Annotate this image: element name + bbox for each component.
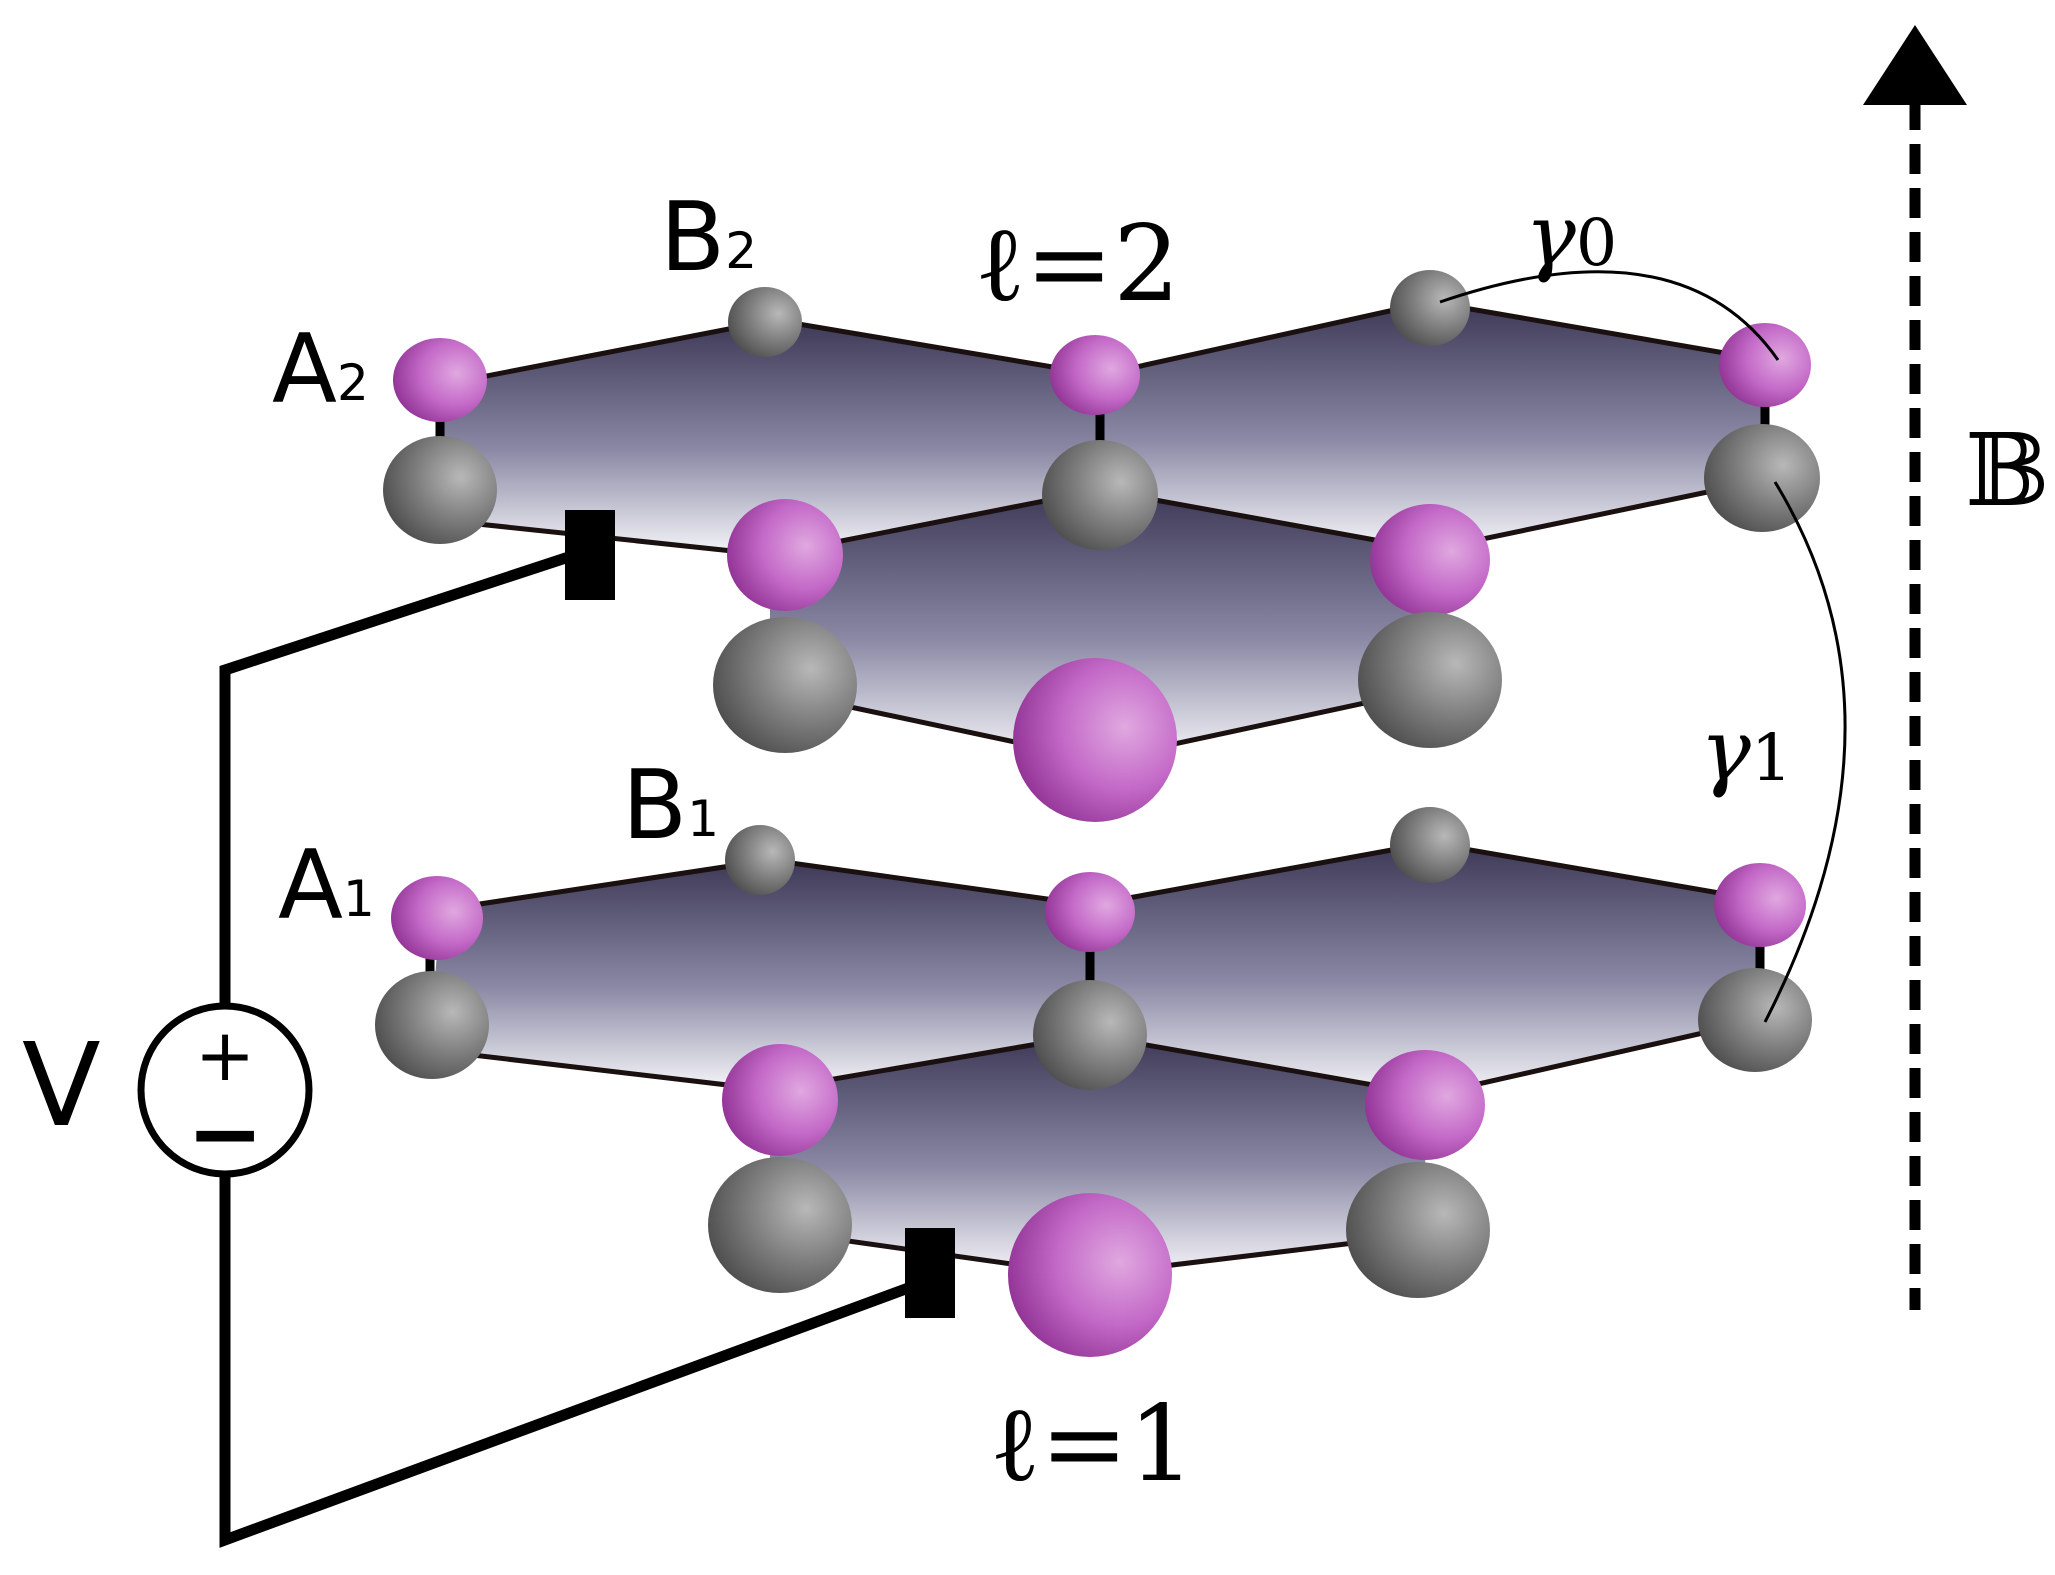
label-a1: A1 xyxy=(278,831,375,941)
voltage-circuit: + − V xyxy=(22,510,955,1548)
label-b2: B2 xyxy=(660,183,757,293)
field-label: 𝔹 xyxy=(1965,412,2050,529)
bottom-electrode xyxy=(905,1228,955,1318)
hex-plane xyxy=(1100,302,1765,550)
arrow-up-icon xyxy=(1863,25,1967,105)
atom-b xyxy=(713,617,857,753)
atom-a xyxy=(391,876,483,960)
hex-plane xyxy=(770,490,1430,760)
atom-b xyxy=(708,1157,852,1293)
atom-b xyxy=(1390,807,1470,883)
wire-bottom xyxy=(219,1175,932,1548)
atom-b xyxy=(1033,980,1147,1090)
atom-b xyxy=(728,287,802,357)
atom-b xyxy=(1698,968,1812,1072)
layer-2-label: ℓ=2 xyxy=(975,203,1180,325)
gamma1-arc xyxy=(1763,481,1847,1023)
magnetic-field: 𝔹 xyxy=(1863,25,2050,1310)
atom-a xyxy=(722,1044,838,1156)
atoms xyxy=(383,270,1820,822)
voltage-label: V xyxy=(22,1019,101,1153)
atoms xyxy=(375,807,1812,1357)
atom-a xyxy=(1008,1193,1172,1357)
atom-a xyxy=(393,338,487,422)
layer-2 xyxy=(383,270,1820,822)
atom-a xyxy=(1045,872,1135,952)
gamma1-label: γ1 xyxy=(1700,702,1792,801)
label-a2: A2 xyxy=(272,315,369,425)
atom-a xyxy=(1714,863,1806,947)
atom-b xyxy=(1390,270,1470,346)
layer-1 xyxy=(375,807,1812,1357)
atom-a xyxy=(1370,504,1490,616)
hex-plane xyxy=(440,320,1100,555)
atom-b xyxy=(1704,424,1820,532)
atom-b xyxy=(1358,612,1502,748)
hex-plane xyxy=(1090,843,1760,1095)
label-b1: B1 xyxy=(622,751,719,861)
voltage-source xyxy=(137,1002,313,1178)
atom-a xyxy=(1050,335,1140,415)
atom-a xyxy=(1013,658,1177,822)
atom-a xyxy=(1719,323,1811,407)
gamma0-label: γ0 xyxy=(1525,187,1617,286)
atom-a xyxy=(727,499,843,611)
atom-a xyxy=(1365,1050,1485,1160)
atom-b xyxy=(375,971,489,1079)
atom-b xyxy=(1042,440,1158,550)
hex-plane xyxy=(430,860,1090,1090)
atom-b xyxy=(725,825,795,895)
minus-sign: − xyxy=(186,1080,263,1187)
site-labels: A2 B2 A1 B1 ℓ=2 ℓ=1 γ0 γ1 xyxy=(272,183,1792,1505)
atom-b xyxy=(1346,1162,1490,1298)
top-electrode xyxy=(565,510,615,600)
gamma0-arc xyxy=(1439,270,1780,361)
atom-b xyxy=(383,436,497,544)
hopping-arcs xyxy=(1439,270,1847,1023)
layer-1-label: ℓ=1 xyxy=(990,1383,1195,1505)
hex-plane xyxy=(770,1035,1430,1275)
wire-top xyxy=(219,544,592,1005)
plus-sign: + xyxy=(195,1013,255,1097)
